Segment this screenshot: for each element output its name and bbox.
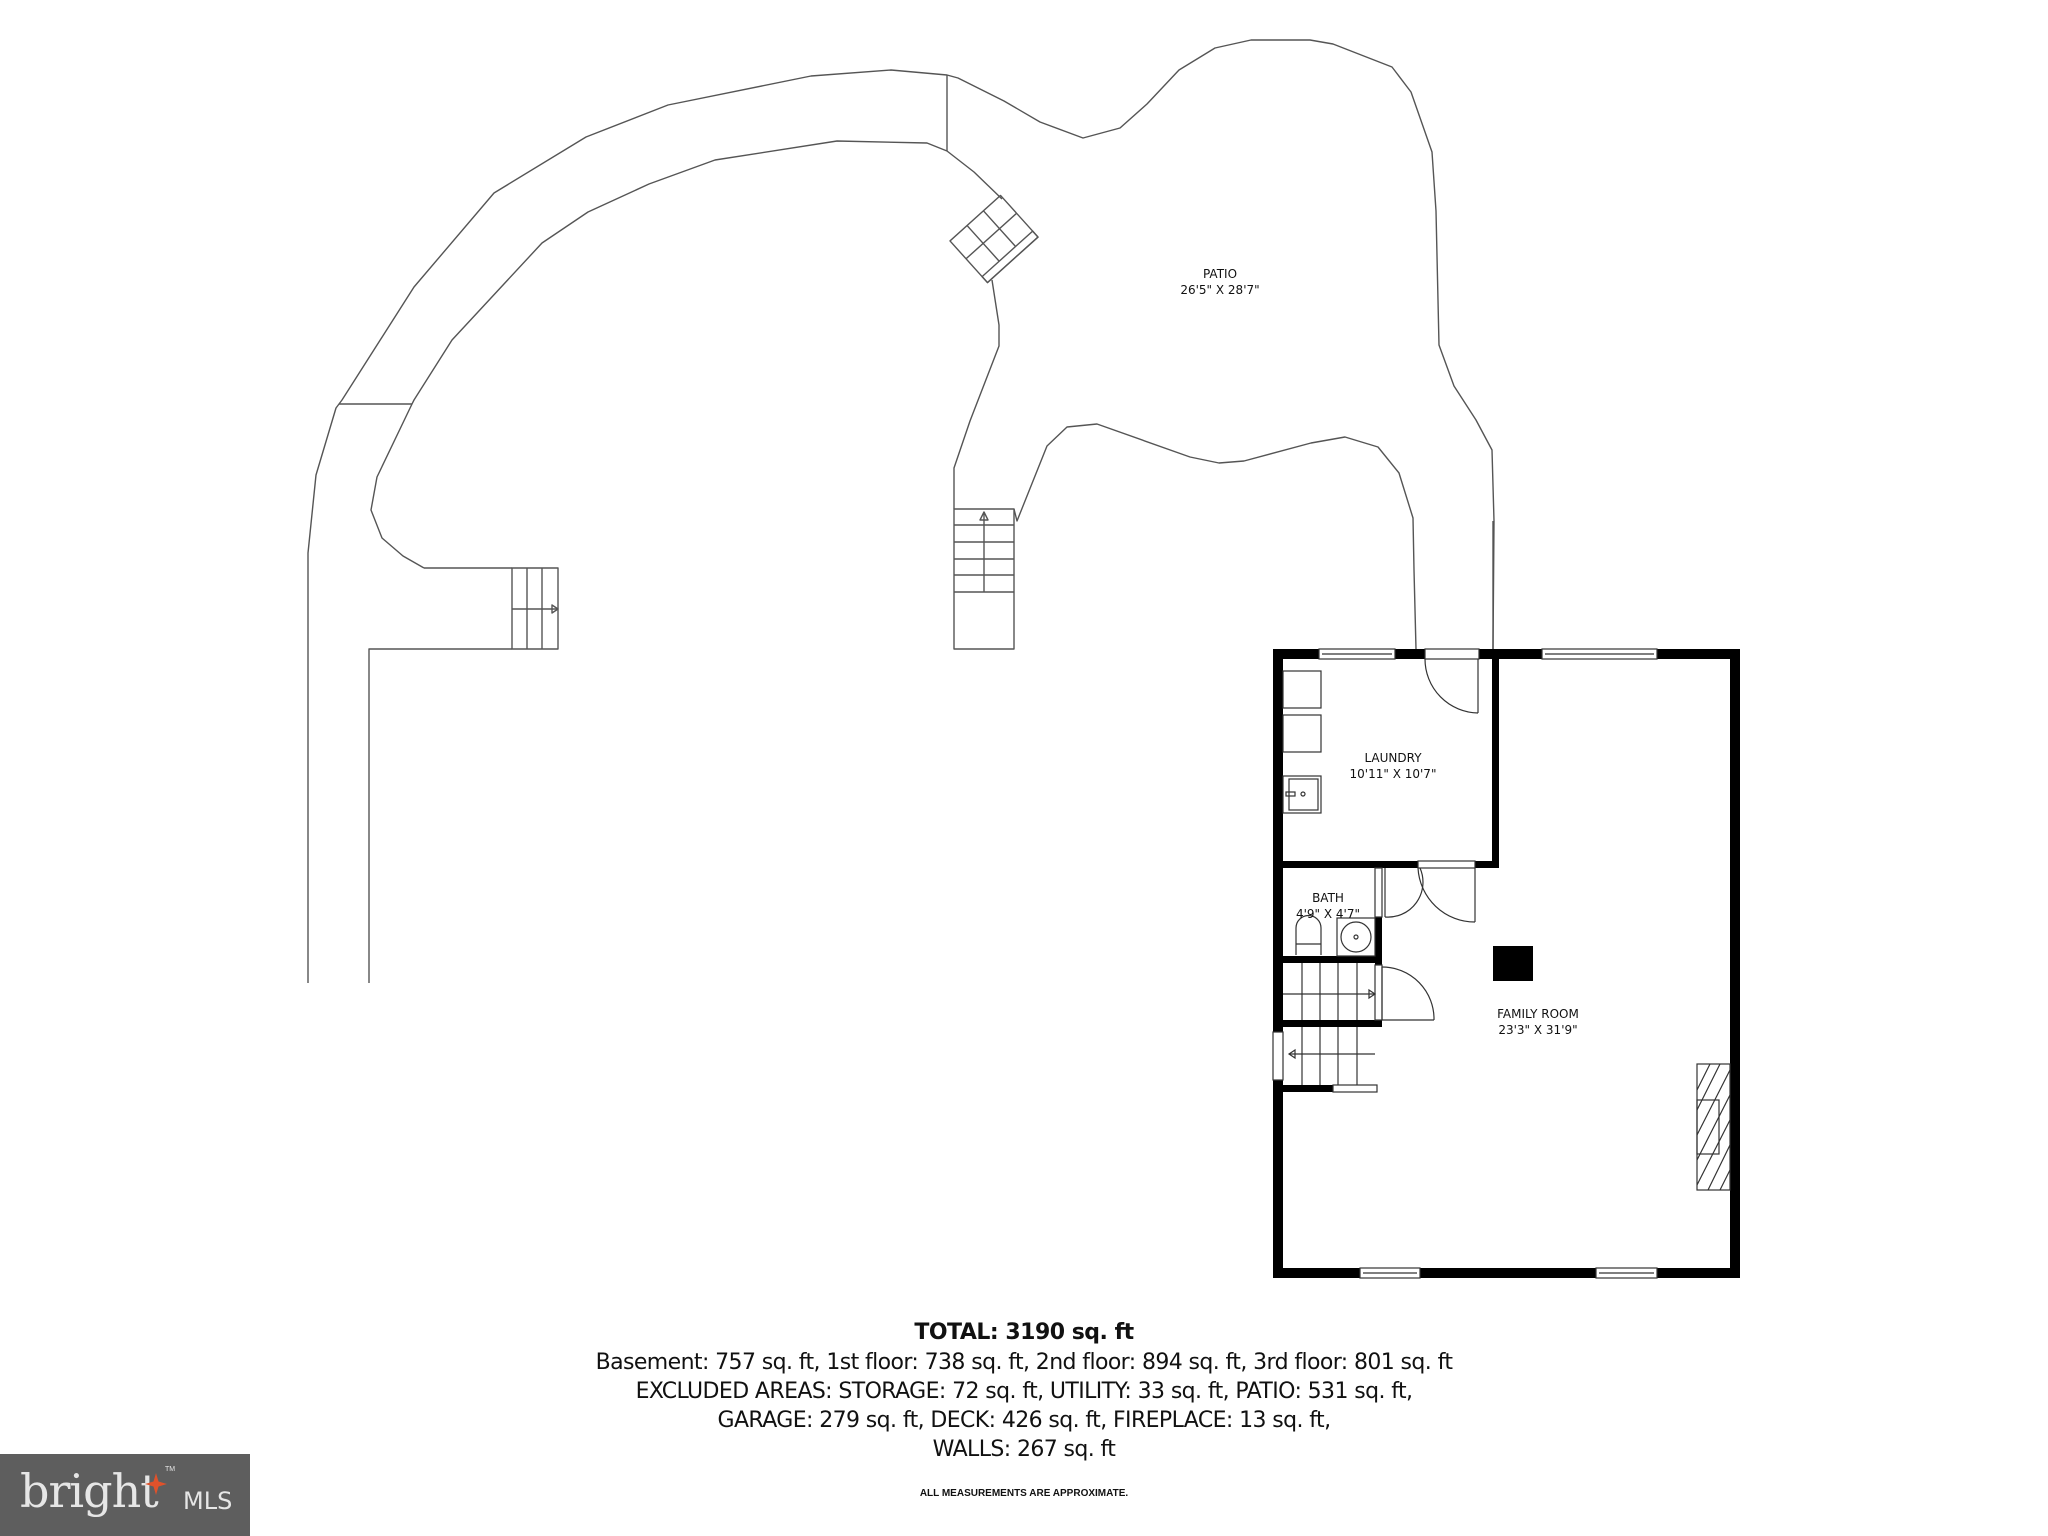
patio-outline <box>307 39 1495 983</box>
room-dimensions: 4'9" X 4'7" <box>1295 907 1361 921</box>
room-label-laundry: LAUNDRY 10'11" X 10'7" <box>1350 750 1437 782</box>
room-dimensions: 23'3" X 31'9" <box>1498 1023 1578 1037</box>
house-fixtures <box>1272 648 1731 1279</box>
room-name: BATH <box>1312 891 1344 905</box>
total-area: TOTAL: 3190 sq. ft <box>914 1320 1134 1345</box>
room-name: PATIO <box>1202 267 1238 281</box>
room-label-patio: PATIO 26'5" X 28'7" <box>1180 266 1259 298</box>
room-name: FAMILY ROOM <box>1497 1007 1579 1021</box>
room-dimensions: 26'5" X 28'7" <box>1180 283 1260 297</box>
trademark: TM <box>165 1466 176 1473</box>
room-label-bath: BATH 4'9" X 4'7" <box>1296 890 1360 922</box>
sparkle-icon <box>145 1473 167 1495</box>
bright-mls-logo: bright TM MLS <box>0 1454 250 1536</box>
excluded-areas-line-1: EXCLUDED AREAS: STORAGE: 72 sq. ft, UTIL… <box>635 1379 1413 1404</box>
room-label-family-room: FAMILY ROOM 23'3" X 31'9" <box>1497 1006 1579 1038</box>
excluded-areas-line-3: WALLS: 267 sq. ft <box>932 1437 1116 1462</box>
room-name: LAUNDRY <box>1364 751 1422 765</box>
excluded-areas-line-2: GARAGE: 279 sq. ft, DECK: 426 sq. ft, FI… <box>717 1408 1332 1433</box>
logo-suffix: MLS <box>183 1487 233 1515</box>
house-walls <box>1273 649 1740 1278</box>
logo-wordmark: bright <box>20 1464 159 1518</box>
floor-areas: Basement: 757 sq. ft, 1st floor: 738 sq.… <box>595 1350 1453 1375</box>
room-dimensions: 10'11" X 10'7" <box>1349 767 1437 781</box>
measurement-disclaimer: ALL MEASUREMENTS ARE APPROXIMATE. <box>919 1488 1129 1499</box>
